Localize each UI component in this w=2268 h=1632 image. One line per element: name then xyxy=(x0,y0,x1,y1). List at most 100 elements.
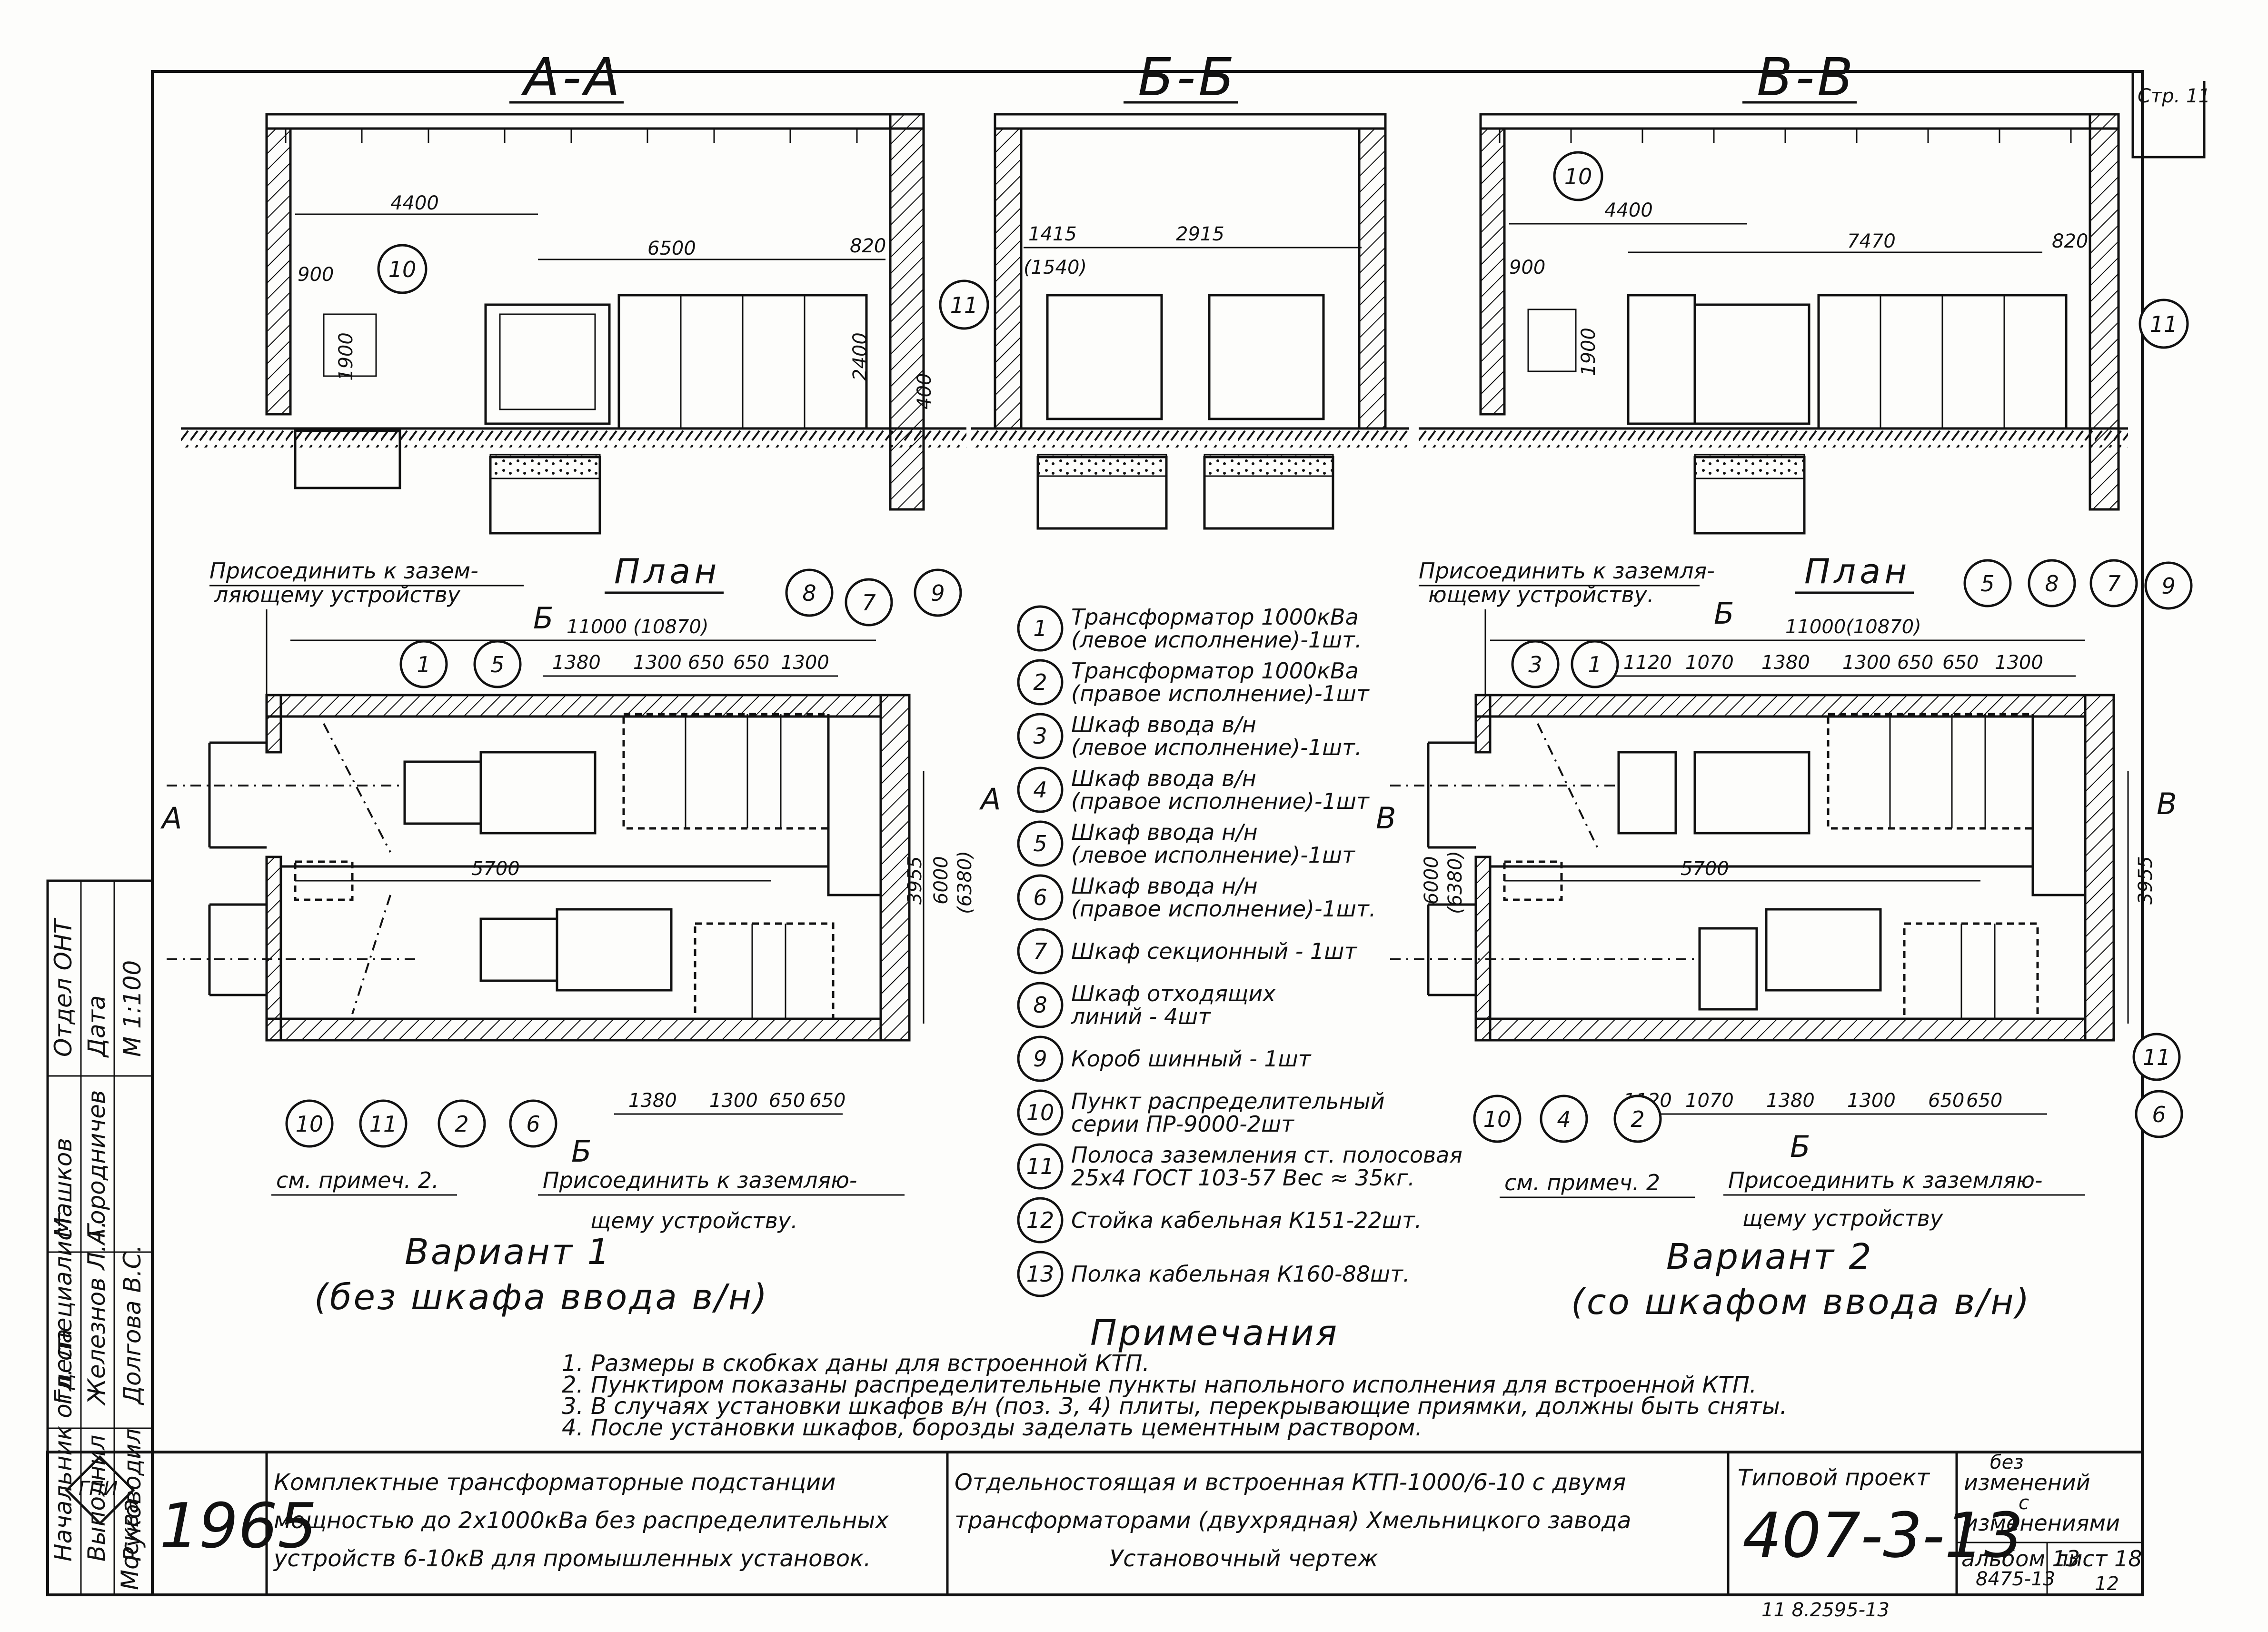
plan1-callouts: 1 5 8 7 9 10 11 2 6 xyxy=(285,568,962,1148)
legend-number-circle xyxy=(1017,928,1064,975)
plan1-ground-bottom-1: Присоединить к заземляю- xyxy=(543,1167,857,1193)
notes: Примечания 1. Размеры в скобках даны для… xyxy=(562,1313,1787,1441)
legend-line-2: (левое исполнение)-1шт. xyxy=(1071,627,1362,653)
legend-line-1: Шкаф отходящих xyxy=(1071,981,1276,1006)
plan1-callout-10: 10 xyxy=(296,1111,324,1137)
legend-number-circle xyxy=(1017,1089,1064,1136)
title-sheet-1: Отдельностоящая и встроенная КТП-1000/6-… xyxy=(955,1469,1626,1496)
plan2-title: План xyxy=(1804,551,1910,591)
stamp-role-1: Начальник отдела xyxy=(50,1329,77,1562)
plan2-variant: Вариант 2 xyxy=(1666,1236,1873,1277)
plan1-bot-dim-2: 1300 xyxy=(709,1090,758,1112)
page-number-box: Стр. 11 xyxy=(2131,71,2210,159)
dim-vv-820: 820 xyxy=(2052,230,2088,252)
plan1-note-ref: см. примеч. 2. xyxy=(276,1167,439,1193)
legend-number: 10 xyxy=(1026,1100,1054,1125)
stamp-name-4: Долгова В.С. xyxy=(119,1245,146,1405)
page-number: Стр. 11 xyxy=(2138,85,2210,107)
title-project-2: мощностью до 2x1000кВа без распределител… xyxy=(274,1507,889,1534)
legend-number-circle xyxy=(1017,982,1064,1028)
stamp-date: Дата xyxy=(83,995,110,1058)
plan1-callout-5: 5 xyxy=(490,652,504,677)
legend-line-1: Короб шинный - 1шт xyxy=(1071,1046,1312,1072)
plan2-bot-dim-5: 650 xyxy=(1928,1090,1964,1112)
legend-line-1: Шкаф ввода в/н xyxy=(1071,712,1256,737)
callout-aa-10: 10 xyxy=(388,257,417,282)
plan2-top-dim-6: 650 xyxy=(1942,652,1979,674)
plan1-title: План xyxy=(614,551,720,591)
legend-line-2: (левое исполнение)-1шт. xyxy=(1071,735,1362,760)
legend-number-circle xyxy=(1017,1035,1064,1082)
dim-aa-820: 820 xyxy=(850,235,886,257)
note-4: 4. После установки шкафов, борозды задел… xyxy=(562,1414,1422,1441)
legend-line-1: Полка кабельная К160-88шт. xyxy=(1071,1261,1410,1287)
legend-number: 8 xyxy=(1033,992,1047,1018)
plan2-cut-b-bottom: Б xyxy=(1790,1129,1810,1164)
plan1-dim-overall: 11000 (10870) xyxy=(567,616,708,638)
callout-vv-10: 10 xyxy=(1564,164,1592,189)
plan1-bot-dim-4: 650 xyxy=(809,1090,846,1112)
legend-line-2: (правое исполнение)-1шт xyxy=(1071,681,1370,707)
plan1-callout-1: 1 xyxy=(417,652,430,677)
dim-aa-400: 400 xyxy=(914,373,935,409)
legend-number-circle xyxy=(1017,605,1064,652)
plan2-bot-dim-2: 1070 xyxy=(1685,1090,1734,1112)
dim-aa-1900: 1900 xyxy=(335,332,357,381)
title-sheet-2: трансформаторами (двухрядная) Хмельницко… xyxy=(955,1507,1631,1534)
callout-aa-11: 11 xyxy=(950,292,978,318)
callout-vv-11: 11 xyxy=(2150,311,2178,337)
title-changes-3: с xyxy=(2019,1492,2029,1514)
dim-vv-4400: 4400 xyxy=(1604,199,1653,221)
legend-line-1: Трансформатор 1000кВа xyxy=(1071,604,1359,630)
legend-number: 7 xyxy=(1033,938,1047,964)
plan1-callout-9: 9 xyxy=(931,580,945,606)
plan2-callout-6: 6 xyxy=(2152,1102,2166,1127)
plan2-ground-bottom-1: Присоединить к заземляю- xyxy=(1728,1167,2043,1193)
stamp-name-1: Машков xyxy=(50,1138,77,1238)
legend-line-2: (левое исполнение)-1шт xyxy=(1071,842,1355,868)
bottom-inventory: 11 8.2595-13 xyxy=(1761,1599,1890,1621)
plan1-top-dim-2: 1300 xyxy=(633,652,682,674)
plan2-switchgear-row2 xyxy=(1903,922,2039,1020)
title-typical-number: 407-3-13 xyxy=(1742,1499,2023,1572)
legend-number: 3 xyxy=(1033,723,1047,749)
stamp-name-2: Городничев xyxy=(83,1090,110,1238)
note-2: 2. Пунктиром показаны распределительные … xyxy=(562,1372,1757,1398)
plan1-cut-b-top: Б xyxy=(533,601,554,636)
legend-line-1: Шкаф ввода н/н xyxy=(1071,819,1258,845)
legend-line-2: линий - 4шт xyxy=(1071,1004,1211,1029)
legend-number-circle xyxy=(1017,1251,1064,1297)
legend-number-circle xyxy=(1017,1197,1064,1244)
plan1-top-dim-1: 1380 xyxy=(552,652,601,674)
legend-line-1: Шкаф ввода н/н xyxy=(1071,873,1258,899)
section-vv: В-В 4400 7470 820 900 1900 10 11 xyxy=(1419,47,2189,535)
note-3: 3. В случаях установки шкафов в/н (поз. … xyxy=(562,1393,1787,1420)
plan2-switchgear-row1 xyxy=(1827,713,2034,830)
plan1-switchgear-row1 xyxy=(622,713,830,830)
legend-line-1: Пункт распределительный xyxy=(1071,1088,1385,1114)
plan2-top-dim-1: 1120 xyxy=(1623,652,1672,674)
plan1-bot-dim-1: 1380 xyxy=(628,1090,677,1112)
plan2-cut-v-left: В xyxy=(1376,801,1396,836)
plan2-dim-5700: 5700 xyxy=(1681,858,1729,880)
plan1-top-dim-3: 650 xyxy=(688,652,724,674)
plan2-note-ref: см. примеч. 2 xyxy=(1504,1170,1660,1195)
legend-line-2: серии ПР-9000-2шт xyxy=(1071,1111,1294,1137)
plan2-cut-b-top: Б xyxy=(1714,596,1734,631)
dim-vv-1900: 1900 xyxy=(1578,328,1600,376)
plan1-cut-b-bottom: Б xyxy=(571,1134,592,1169)
plan2-bot-dim-6: 650 xyxy=(1966,1090,2002,1112)
title-sheet-3: Установочный чертеж xyxy=(1109,1545,1378,1572)
plan1-switchgear-row2 xyxy=(694,922,835,1020)
title-project-3: устройств 6-10кВ для промышленных устано… xyxy=(273,1545,871,1572)
plan2-ground-top-1: Присоединить к заземля- xyxy=(1419,558,1715,584)
plan2-callout-2: 2 xyxy=(1631,1106,1644,1132)
section-aa-title: А-А xyxy=(521,47,623,108)
dim-vv-900: 900 xyxy=(1509,257,1545,279)
plan2-transformer-2 xyxy=(1765,908,1882,992)
dim-aa-6500: 6500 xyxy=(647,238,696,259)
plan2-callout-11: 11 xyxy=(2143,1045,2171,1070)
title-sheet-no: лист 18 xyxy=(2054,1546,2142,1572)
plan1-top-dim-5: 1300 xyxy=(781,652,829,674)
plan1-ground-bottom-2: щему устройству. xyxy=(590,1208,798,1234)
